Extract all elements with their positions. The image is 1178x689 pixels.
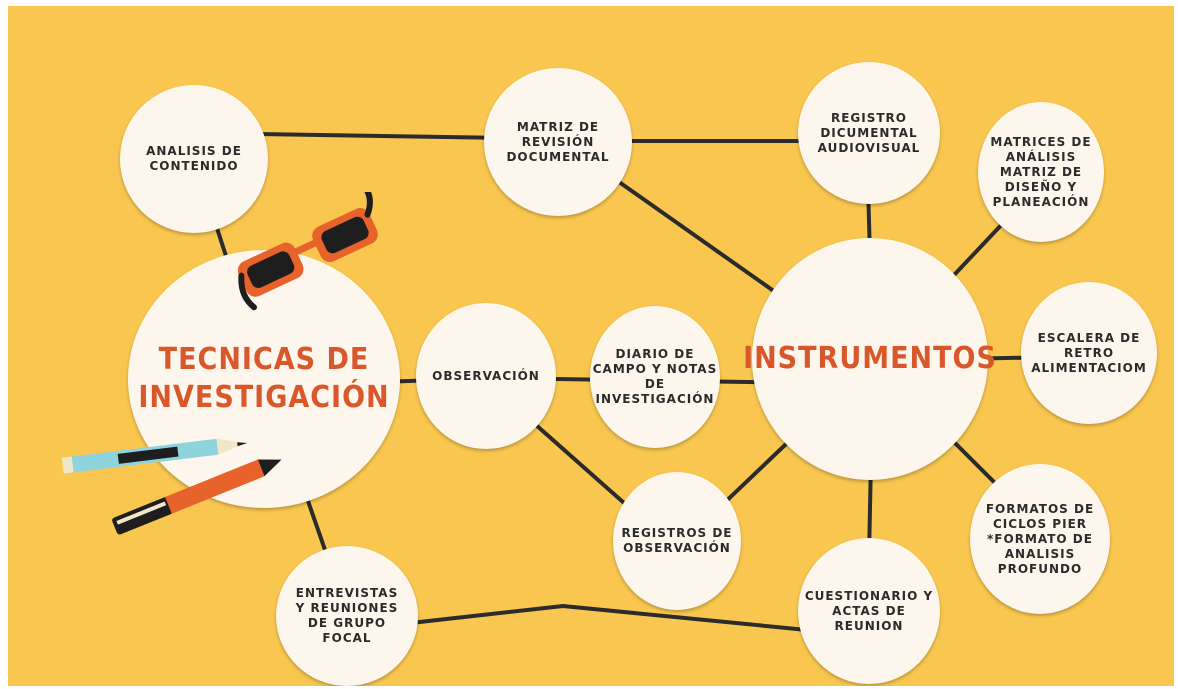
node-formatos: FORMATOS DE CICLOS PIER *FORMATO DE ANAL… bbox=[970, 464, 1110, 614]
node-observacion: OBSERVACIÓN bbox=[416, 303, 556, 449]
node-label: REGISTRO DICUMENTAL AUDIOVISUAL bbox=[817, 110, 921, 155]
node-registro-documental: REGISTRO DICUMENTAL AUDIOVISUAL bbox=[798, 62, 940, 204]
line-entrevistas-cuestionario bbox=[346, 603, 870, 638]
node-label: TECNICAS DE INVESTIGACIÓN bbox=[138, 342, 390, 415]
node-label: INSTRUMENTOS bbox=[743, 341, 997, 376]
node-cuestionario: CUESTIONARIO Y ACTAS DE REUNION bbox=[798, 538, 940, 684]
node-analisis-contenido: ANALISIS DE CONTENIDO bbox=[120, 85, 268, 233]
node-escalera: ESCALERA DE RETRO ALIMENTACIOM bbox=[1021, 282, 1157, 424]
orange-pen-icon bbox=[112, 459, 282, 535]
node-instrumentos: INSTRUMENTOS bbox=[743, 238, 996, 480]
node-matrices-analisis: MATRICES DE ANÁLISIS MATRIZ DE DISEÑO Y … bbox=[978, 102, 1104, 242]
node-entrevistas: ENTREVISTAS Y REUNIONES DE GRUPO FOCAL bbox=[276, 546, 418, 686]
node-label: ENTREVISTAS Y REUNIONES DE GRUPO FOCAL bbox=[295, 586, 399, 645]
mind-map-canvas: ANALISIS DE CONTENIDO MATRIZ DE REVISIÓN… bbox=[8, 6, 1174, 686]
node-label: REGISTROS DE OBSERVACIÓN bbox=[621, 526, 733, 555]
node-registros-observacion: REGISTROS DE OBSERVACIÓN bbox=[613, 472, 741, 610]
blue-pencil-icon bbox=[61, 438, 248, 474]
node-diario-campo: DIARIO DE CAMPO Y NOTAS DE INVESTIGACIÓN bbox=[590, 306, 720, 448]
node-label: MATRICES DE ANÁLISIS MATRIZ DE DISEÑO Y … bbox=[990, 134, 1092, 209]
node-label: FORMATOS DE CICLOS PIER *FORMATO DE ANAL… bbox=[985, 501, 1095, 576]
node-label: DIARIO DE CAMPO Y NOTAS DE INVESTIGACIÓN bbox=[592, 347, 718, 406]
node-label: ANALISIS DE CONTENIDO bbox=[146, 144, 242, 173]
node-label: ESCALERA DE RETRO ALIMENTACIOM bbox=[1031, 330, 1147, 375]
node-matriz-revision: MATRIZ DE REVISIÓN DOCUMENTAL bbox=[484, 68, 632, 216]
node-label: CUESTIONARIO Y ACTAS DE REUNION bbox=[804, 588, 934, 633]
glasses-icon bbox=[237, 192, 378, 311]
node-label: MATRIZ DE REVISIÓN DOCUMENTAL bbox=[506, 119, 610, 164]
node-label: OBSERVACIÓN bbox=[432, 368, 540, 383]
